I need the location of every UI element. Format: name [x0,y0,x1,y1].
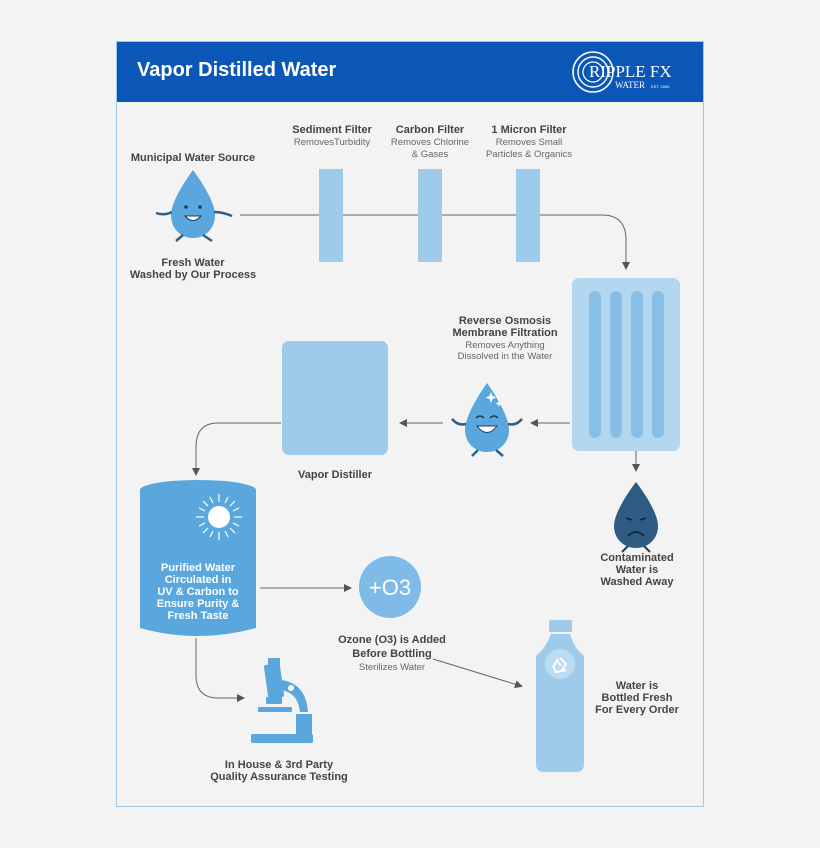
ozone-sub: Sterilizes Water [359,662,425,673]
ro-sub-2: Dissolved in the Water [458,351,553,362]
reverse-osmosis-unit [572,278,680,451]
tank-line-2: Circulated in [165,574,232,586]
ripple-fx-logo: RIPPLE FX WATER EST. 2006 [572,51,672,93]
happy-water-drop-icon [451,383,523,457]
ozone-badge-text: +O3 [369,575,411,600]
bottle-line-3: For Every Order [595,704,679,716]
micron-filter [516,169,540,262]
filter-1-sub: RemovesTurbidity [294,137,370,148]
source-title: Municipal Water Source [131,152,255,164]
water-bottle-icon [536,620,584,772]
arrow-source-to-ro [240,214,630,270]
sun-uv-icon [196,494,242,540]
microscope-icon [251,658,313,743]
ozone-line-1: Ozone (O3) is Added [338,634,446,646]
ozone-line-2: Before Bottling [352,648,431,660]
ro-title-2: Membrane Filtration [452,327,557,339]
flow-arrows [192,214,640,702]
filter-3-sub-2: Particles & Organics [486,149,572,160]
recycle-icon [552,657,568,674]
sediment-filter [319,169,343,262]
contaminated-line-2: Water is [616,564,658,576]
arrow-tank-to-testing [195,638,245,702]
logo-text-top: RIPPLE FX [589,62,672,81]
testing-line-2: Quality Assurance Testing [210,771,348,783]
logo-text-bottom: WATER [615,80,645,90]
tank-line-1: Purified Water [161,562,236,574]
filter-1-title: Sediment Filter [292,124,372,136]
source-caption-1: Fresh Water [161,257,225,269]
tank-line-4: Ensure Purity & [157,598,240,610]
contaminated-line-1: Contaminated [600,552,673,564]
vapor-distiller-box [282,341,388,455]
filter-2-sub-1: Removes Chlorine [391,137,469,148]
arrow-distiller-to-tank [192,422,281,476]
bottle-line-2: Bottled Fresh [602,692,673,704]
ro-sub-1: Removes Anything [465,340,544,351]
ozone-badge [359,556,421,618]
logo-est: EST. 2006 [651,84,670,89]
arrow-ozone-to-bottle [432,658,523,689]
bottle-line-1: Water is [616,680,658,692]
sad-water-drop-icon [614,482,658,553]
carbon-filter [418,169,442,262]
filter-3-sub-1: Removes Small [496,137,563,148]
purification-tank [140,480,256,636]
tank-line-3: UV & Carbon to [157,586,239,598]
page-title: Vapor Distilled Water [137,59,337,81]
ro-title-1: Reverse Osmosis [459,315,551,327]
filter-3-title: 1 Micron Filter [491,124,567,136]
filter-2-title: Carbon Filter [396,124,465,136]
contaminated-line-3: Washed Away [601,576,675,588]
tank-line-5: Fresh Taste [168,610,229,622]
distiller-label: Vapor Distiller [298,469,373,481]
filter-2-sub-2: & Gases [412,149,449,160]
header-bar: Vapor Distilled Water RIPPLE FX WATER ES… [117,42,703,102]
testing-line-1: In House & 3rd Party [225,759,334,771]
source-caption-2: Washed by Our Process [130,269,256,281]
source-water-drop-icon [155,170,233,243]
